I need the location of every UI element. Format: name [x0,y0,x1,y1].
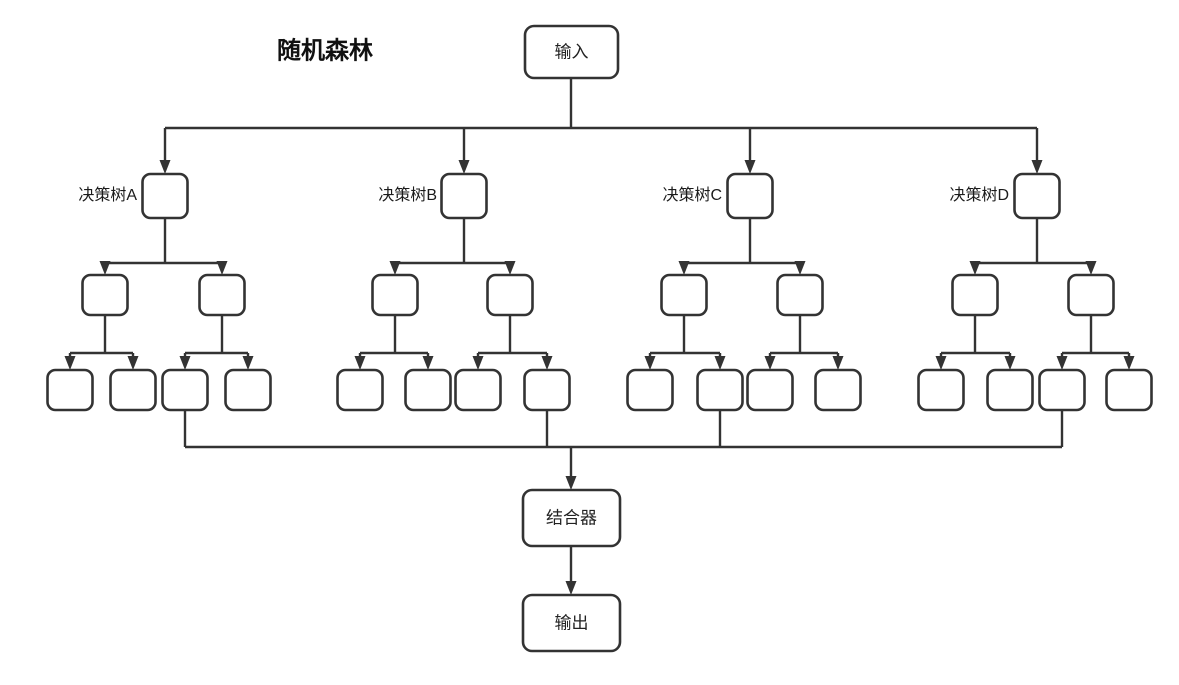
arrow-into-leaf-1-1 [422,356,434,370]
arrow-into-mid-1-0 [389,261,401,275]
tree-2-leaf-node-3[interactable] [814,368,862,412]
tree-2-root-node[interactable] [726,172,774,220]
tree-1-root-node[interactable] [440,172,488,220]
arrow-into-mid-1-1 [504,261,516,275]
arrow-into-leaf-0-3 [242,356,254,370]
tree-3-leaf-node-2[interactable] [1038,368,1086,412]
tree-1-leaf-node-3[interactable] [523,368,571,412]
input-node[interactable] [523,24,620,80]
arrow-into-mid-2-0 [678,261,690,275]
diagram-title: 随机森林 [277,37,373,64]
arrow-into-mid-3-0 [969,261,981,275]
arrow-into-leaf-0-2 [179,356,191,370]
arrow-into-mid-0-1 [216,261,228,275]
output-node-label: 输出 [555,613,589,632]
tree-0-mid-node-1[interactable] [198,273,246,317]
tree-3-leaf-node-0[interactable] [917,368,965,412]
arrow-into-mid-2-1 [794,261,806,275]
arrow-into-leaf-2-3 [832,356,844,370]
arrow-into-root-1 [458,160,470,174]
tree-0-leaf-node-3[interactable] [224,368,272,412]
tree-2-leaf-node-1[interactable] [696,368,744,412]
tree-3-leaf-node-3[interactable] [1105,368,1153,412]
arrow-into-root-3 [1031,160,1043,174]
arrow-into-leaf-2-1 [714,356,726,370]
tree-1-leaf-node-0[interactable] [336,368,384,412]
combiner-node-label: 结合器 [546,508,597,527]
tree-3-label: 决策树D [949,186,1009,204]
tree-0-leaf-node-0[interactable] [46,368,94,412]
arrow-into-root-0 [159,160,171,174]
tree-0-leaf-node-2[interactable] [161,368,209,412]
tree-2-leaf-node-2[interactable] [746,368,794,412]
arrow-into-leaf-3-0 [935,356,947,370]
arrow-into-leaf-2-2 [764,356,776,370]
nodes-layer [46,24,1153,653]
edges-layer [64,78,1135,595]
arrow-into-mid-3-1 [1085,261,1097,275]
arrow-into-leaf-1-3 [541,356,553,370]
arrow-into-leaf-2-0 [644,356,656,370]
tree-1-mid-node-0[interactable] [371,273,419,317]
tree-3-leaf-node-1[interactable] [986,368,1034,412]
arrow-into-leaf-0-0 [64,356,76,370]
tree-0-leaf-node-1[interactable] [109,368,157,412]
input-node-label: 输入 [555,42,589,61]
tree-1-leaf-node-1[interactable] [404,368,452,412]
tree-1-label: 决策树B [378,186,437,204]
tree-1-leaf-node-2[interactable] [454,368,502,412]
arrow-into-combiner [565,476,577,490]
arrow-into-leaf-3-1 [1004,356,1016,370]
tree-2-mid-node-1[interactable] [776,273,824,317]
output-node[interactable] [521,593,622,653]
arrow-into-leaf-3-3 [1123,356,1135,370]
tree-2-mid-node-0[interactable] [660,273,708,317]
arrow-into-root-2 [744,160,756,174]
tree-1-mid-node-1[interactable] [486,273,534,317]
tree-0-label: 决策树A [78,186,137,204]
arrow-into-leaf-1-0 [354,356,366,370]
arrow-into-leaf-1-2 [472,356,484,370]
arrow-into-mid-0-0 [99,261,111,275]
tree-3-root-node[interactable] [1013,172,1061,220]
arrow-into-output [565,581,577,595]
tree-2-leaf-node-0[interactable] [626,368,674,412]
tree-0-mid-node-0[interactable] [81,273,129,317]
tree-3-mid-node-0[interactable] [951,273,999,317]
tree-3-mid-node-1[interactable] [1067,273,1115,317]
combiner-node[interactable] [521,488,622,548]
tree-0-root-node[interactable] [141,172,189,220]
arrow-into-leaf-0-1 [127,356,139,370]
arrow-into-leaf-3-2 [1056,356,1068,370]
tree-2-label: 决策树C [662,186,722,204]
